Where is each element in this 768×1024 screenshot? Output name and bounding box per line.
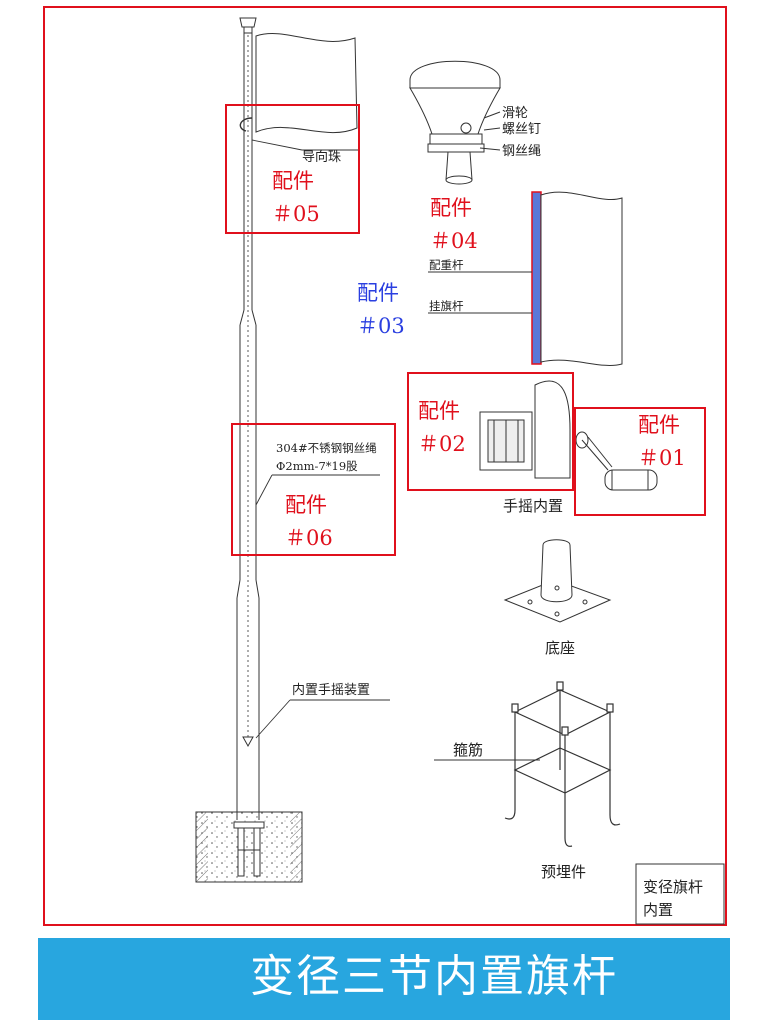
label-embedded-part: 预埋件 bbox=[541, 863, 586, 881]
label-stirrup: 箍筋 bbox=[453, 741, 483, 759]
flagpole bbox=[236, 17, 260, 820]
leader-lines bbox=[251, 139, 390, 739]
accessory-06-code: ＃06 bbox=[285, 526, 333, 550]
label-pulley: 滑轮 bbox=[502, 106, 528, 121]
outer-frame bbox=[43, 6, 727, 926]
label-screw: 螺丝钉 bbox=[502, 122, 541, 137]
accessory-02-word: 配件 bbox=[418, 399, 460, 423]
accessory-03-word: 配件 bbox=[357, 281, 399, 305]
accessory-05-code: ＃05 bbox=[272, 202, 320, 226]
accessory-02-code: ＃02 bbox=[418, 432, 466, 456]
footer-banner bbox=[38, 938, 730, 1020]
embedded-cage-drawing bbox=[434, 681, 621, 847]
label-wire-rope: 钢丝绳 bbox=[502, 144, 541, 159]
accessory-05-word: 配件 bbox=[272, 169, 314, 193]
label-rope-spec-2: Φ2mm-7*19股 bbox=[276, 459, 358, 473]
label-rope-spec-1: 304#不锈钢钢丝绳 bbox=[276, 441, 377, 455]
label-counterweight-rod: 配重杆 bbox=[429, 258, 464, 272]
box-accessory-06 bbox=[231, 423, 396, 556]
label-internal-crank-device: 内置手摇装置 bbox=[292, 682, 370, 698]
pulley-head-drawing bbox=[409, 60, 501, 185]
accessory-01-word: 配件 bbox=[638, 413, 680, 437]
flag bbox=[255, 32, 358, 134]
label-guide-bead: 导向珠 bbox=[302, 149, 341, 165]
title-block-line1: 变径旗杆 bbox=[643, 878, 703, 896]
box-accessory-05 bbox=[225, 104, 360, 234]
accessory-01-code: ＃01 bbox=[638, 446, 686, 470]
accessory-04-word: 配件 bbox=[430, 196, 472, 220]
title-block-line2: 内置 bbox=[643, 901, 673, 919]
box-accessory-01 bbox=[574, 407, 706, 516]
accessory-06-word: 配件 bbox=[285, 493, 327, 517]
accessory-03-code: ＃03 bbox=[357, 314, 405, 338]
accessory-04-code: ＃04 bbox=[430, 229, 478, 253]
title-block bbox=[635, 863, 725, 925]
label-hand-crank-internal: 手摇内置 bbox=[503, 497, 563, 515]
winch-drawing bbox=[479, 380, 571, 479]
footer-title: 变径三节内置旗杆 bbox=[250, 951, 618, 1002]
crank-handle-drawing bbox=[575, 431, 658, 491]
base-drawing bbox=[503, 539, 612, 623]
pole-foundation bbox=[195, 811, 303, 883]
label-flag-hang-rod: 挂旗杆 bbox=[429, 299, 464, 313]
label-base: 底座 bbox=[545, 639, 575, 657]
hang-rod-drawing bbox=[428, 191, 623, 366]
box-accessory-02 bbox=[407, 372, 574, 491]
